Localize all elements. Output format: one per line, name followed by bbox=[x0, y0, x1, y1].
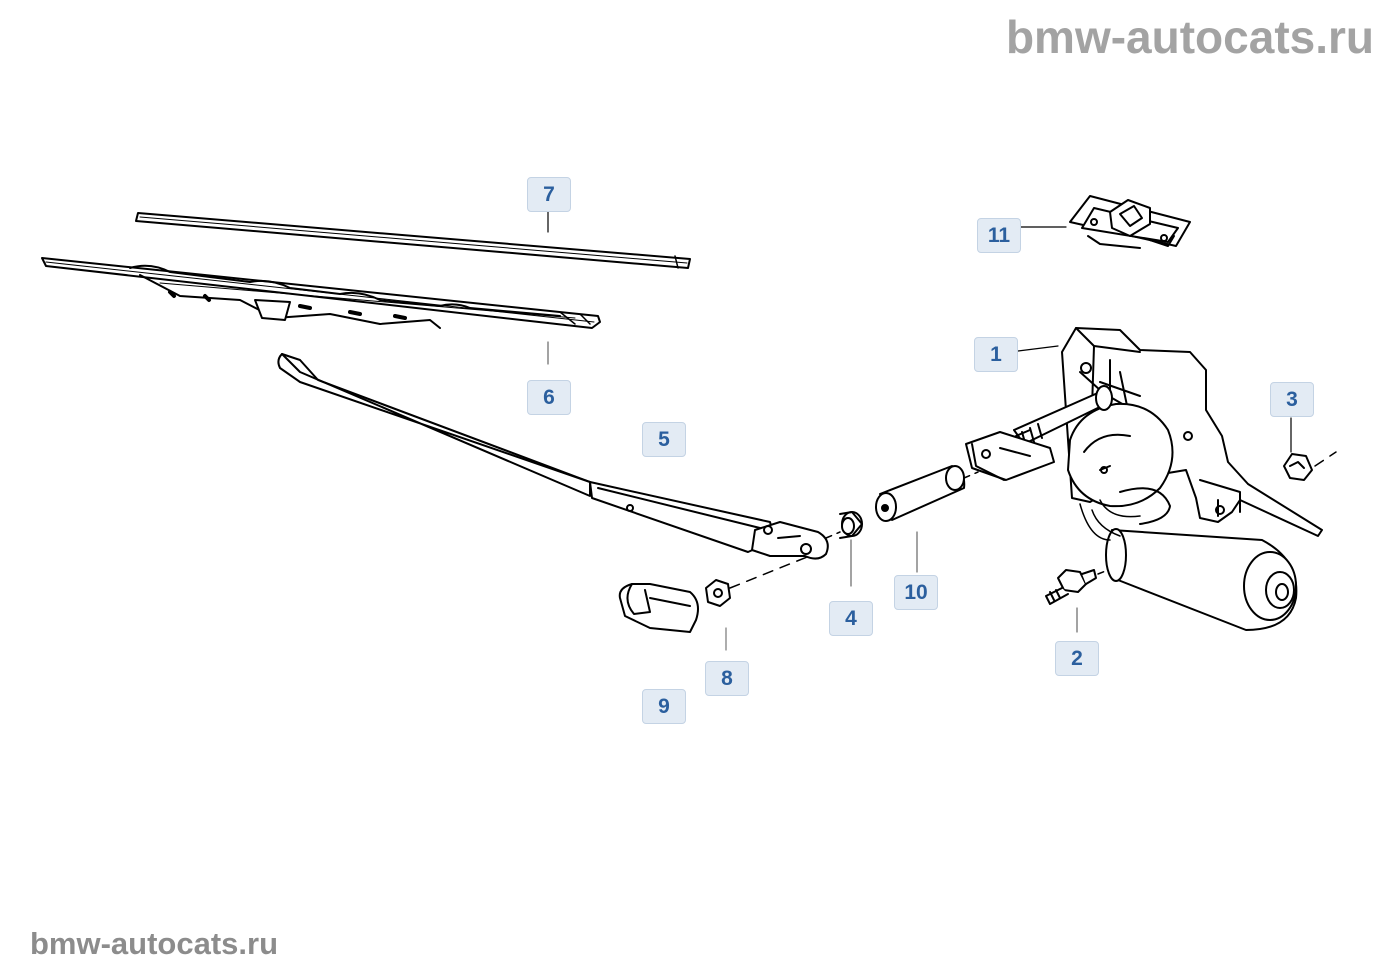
mounting-clip bbox=[1069, 195, 1191, 249]
callout-9[interactable]: 9 bbox=[642, 689, 686, 724]
wiper-blade-rubber bbox=[135, 212, 691, 269]
watermark-bottom: bmw-autocats.ru bbox=[30, 926, 279, 961]
watermark-top: bmw-autocats.ru bbox=[1005, 11, 1374, 63]
callout-5[interactable]: 5 bbox=[642, 422, 686, 457]
callout-11[interactable]: 11 bbox=[977, 218, 1021, 253]
sleeve bbox=[875, 465, 966, 522]
arm-cap bbox=[618, 583, 699, 633]
hex-nut-8 bbox=[705, 579, 731, 607]
axis-line-10 bbox=[963, 471, 979, 479]
grommet bbox=[839, 511, 863, 539]
axis-line-2 bbox=[1097, 569, 1109, 575]
axis-line-8 bbox=[729, 554, 813, 589]
wiper-motor-assembly bbox=[965, 327, 1323, 631]
axis-line-4 bbox=[825, 531, 841, 539]
stud-bolt bbox=[1045, 569, 1097, 605]
callout-8[interactable]: 8 bbox=[705, 661, 749, 696]
callout-7[interactable]: 7 bbox=[527, 177, 571, 212]
callout-2[interactable]: 2 bbox=[1055, 641, 1099, 676]
leader-lines bbox=[547, 211, 1292, 651]
wiper-blade bbox=[41, 257, 601, 329]
callout-6[interactable]: 6 bbox=[527, 380, 571, 415]
callout-10[interactable]: 10 bbox=[894, 575, 938, 610]
callout-3[interactable]: 3 bbox=[1270, 382, 1314, 417]
wiper-arm bbox=[277, 353, 829, 560]
callout-4[interactable]: 4 bbox=[829, 601, 873, 636]
hex-nut-3 bbox=[1283, 453, 1313, 481]
callout-1[interactable]: 1 bbox=[974, 337, 1018, 372]
